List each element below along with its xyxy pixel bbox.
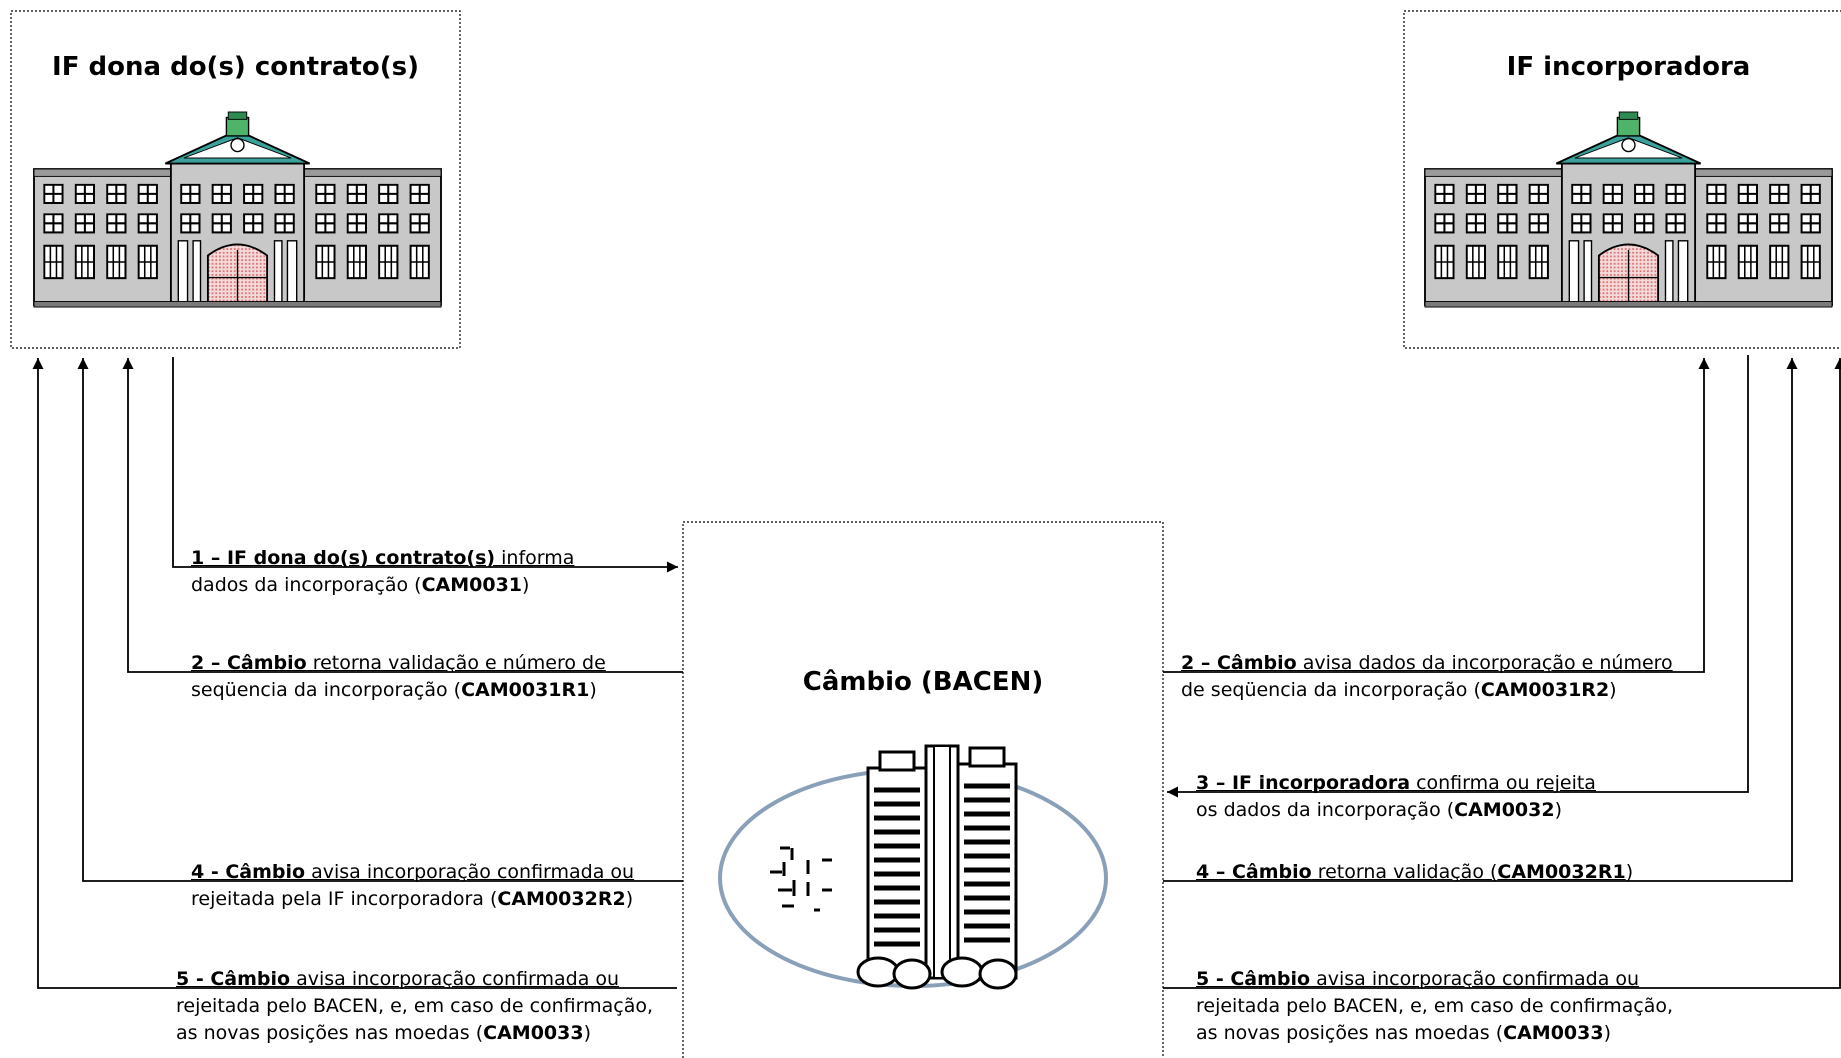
message-4-left: 4 - Câmbio avisa incorporação confirmada… <box>191 859 634 913</box>
message-5-right-close: ) <box>1603 1022 1611 1044</box>
message-4-left-line2: rejeitada pela IF incorporadora ( <box>191 888 498 910</box>
message-2-left-text: retorna validação e número de <box>306 652 606 674</box>
arrow-msg-1 <box>172 357 678 573</box>
message-4-right-text: retorna validação ( <box>1311 861 1498 883</box>
message-1-head: 1 – IF dona do(s) contrato(s) <box>191 547 496 569</box>
message-3-right-code: CAM0032 <box>1454 799 1555 821</box>
bacen-tower-icon <box>718 744 1108 990</box>
message-4-right-head: 4 – Câmbio <box>1196 861 1312 883</box>
message-5-left-line3: as novas posições nas moedas ( <box>176 1022 484 1044</box>
message-5-left-text: avisa incorporação confirmada ou <box>290 968 620 990</box>
arrow-msg-5-left <box>32 358 677 989</box>
message-4-left-head: 4 - Câmbio <box>191 861 306 883</box>
message-3-right-close: ) <box>1554 799 1563 821</box>
node-title-cambio: Câmbio (BACEN) <box>802 667 1044 697</box>
message-3-right: 3 – IF incorporadora confirma ou rejeita… <box>1196 770 1596 824</box>
arrow-msg-4-right <box>1163 358 1798 882</box>
message-3-right-line2: os dados da incorporação ( <box>1196 799 1455 821</box>
message-2-right-text: avisa dados da incorporação e número <box>1296 652 1673 674</box>
message-2-left: 2 – Câmbio retorna validação e número de… <box>191 650 606 704</box>
message-5-left-line2: rejeitada pelo BACEN, e, em caso de conf… <box>176 995 654 1017</box>
node-box-if-incorporadora <box>1403 10 1841 349</box>
message-4-right: 4 – Câmbio retorna validação (CAM0032R1) <box>1196 859 1633 886</box>
message-4-left-text: avisa incorporação confirmada ou <box>305 861 635 883</box>
message-1-line2: dados da incorporação ( <box>191 574 422 596</box>
message-2-right-head: 2 – Câmbio <box>1181 652 1297 674</box>
message-2-left-code: CAM0031R1 <box>461 679 590 701</box>
building-icon <box>34 112 441 307</box>
arrow-msg-2-left <box>122 358 683 673</box>
message-1-close: ) <box>522 574 530 596</box>
node-box-cambio <box>682 521 1164 1058</box>
message-1-code: CAM0031 <box>421 574 523 596</box>
message-1: 1 – IF dona do(s) contrato(s) informa da… <box>191 545 574 599</box>
message-4-left-code: CAM0032R2 <box>497 888 626 910</box>
message-2-right-close: ) <box>1609 679 1617 701</box>
message-5-right: 5 - Câmbio avisa incorporação confirmada… <box>1196 966 1673 1047</box>
message-3-right-head: 3 – IF incorporadora <box>1196 772 1411 794</box>
node-box-if-dona <box>10 10 461 349</box>
message-5-right-head: 5 - Câmbio <box>1196 968 1311 990</box>
message-3-right-text: confirma ou rejeita <box>1410 772 1596 794</box>
message-4-right-close: ) <box>1625 861 1634 883</box>
building-icon <box>1425 112 1832 307</box>
message-5-right-code: CAM0033 <box>1503 1022 1604 1044</box>
message-2-right-code: CAM0031R2 <box>1480 679 1610 701</box>
message-2-right: 2 – Câmbio avisa dados da incorporação e… <box>1181 650 1673 704</box>
message-2-left-head: 2 – Câmbio <box>191 652 307 674</box>
message-5-left-close: ) <box>583 1022 591 1044</box>
arrow-msg-4-left <box>77 358 683 882</box>
arrow-msg-2-right <box>1163 358 1710 673</box>
message-2-left-close: ) <box>589 679 597 701</box>
message-5-left-code: CAM0033 <box>483 1022 584 1044</box>
message-5-left: 5 - Câmbio avisa incorporação confirmada… <box>176 966 653 1047</box>
arrow-msg-3-right <box>1167 355 1749 798</box>
message-1-text: informa <box>495 547 575 569</box>
message-5-right-line3: as novas posições nas moedas ( <box>1196 1022 1504 1044</box>
arrow-msg-5-right <box>1163 358 1841 989</box>
message-5-right-line2: rejeitada pelo BACEN, e, em caso de conf… <box>1196 995 1674 1017</box>
message-2-left-line2: seqüencia da incorporação ( <box>191 679 462 701</box>
message-5-right-text: avisa incorporação confirmada ou <box>1310 968 1640 990</box>
message-4-left-close: ) <box>625 888 634 910</box>
message-2-right-line2: de seqüencia da incorporação ( <box>1181 679 1481 701</box>
node-title-if-dona: IF dona do(s) contrato(s) <box>52 52 419 82</box>
message-5-left-head: 5 - Câmbio <box>176 968 291 990</box>
message-4-right-code: CAM0032R1 <box>1497 861 1626 883</box>
node-title-if-incorporadora: IF incorporadora <box>1506 52 1751 82</box>
